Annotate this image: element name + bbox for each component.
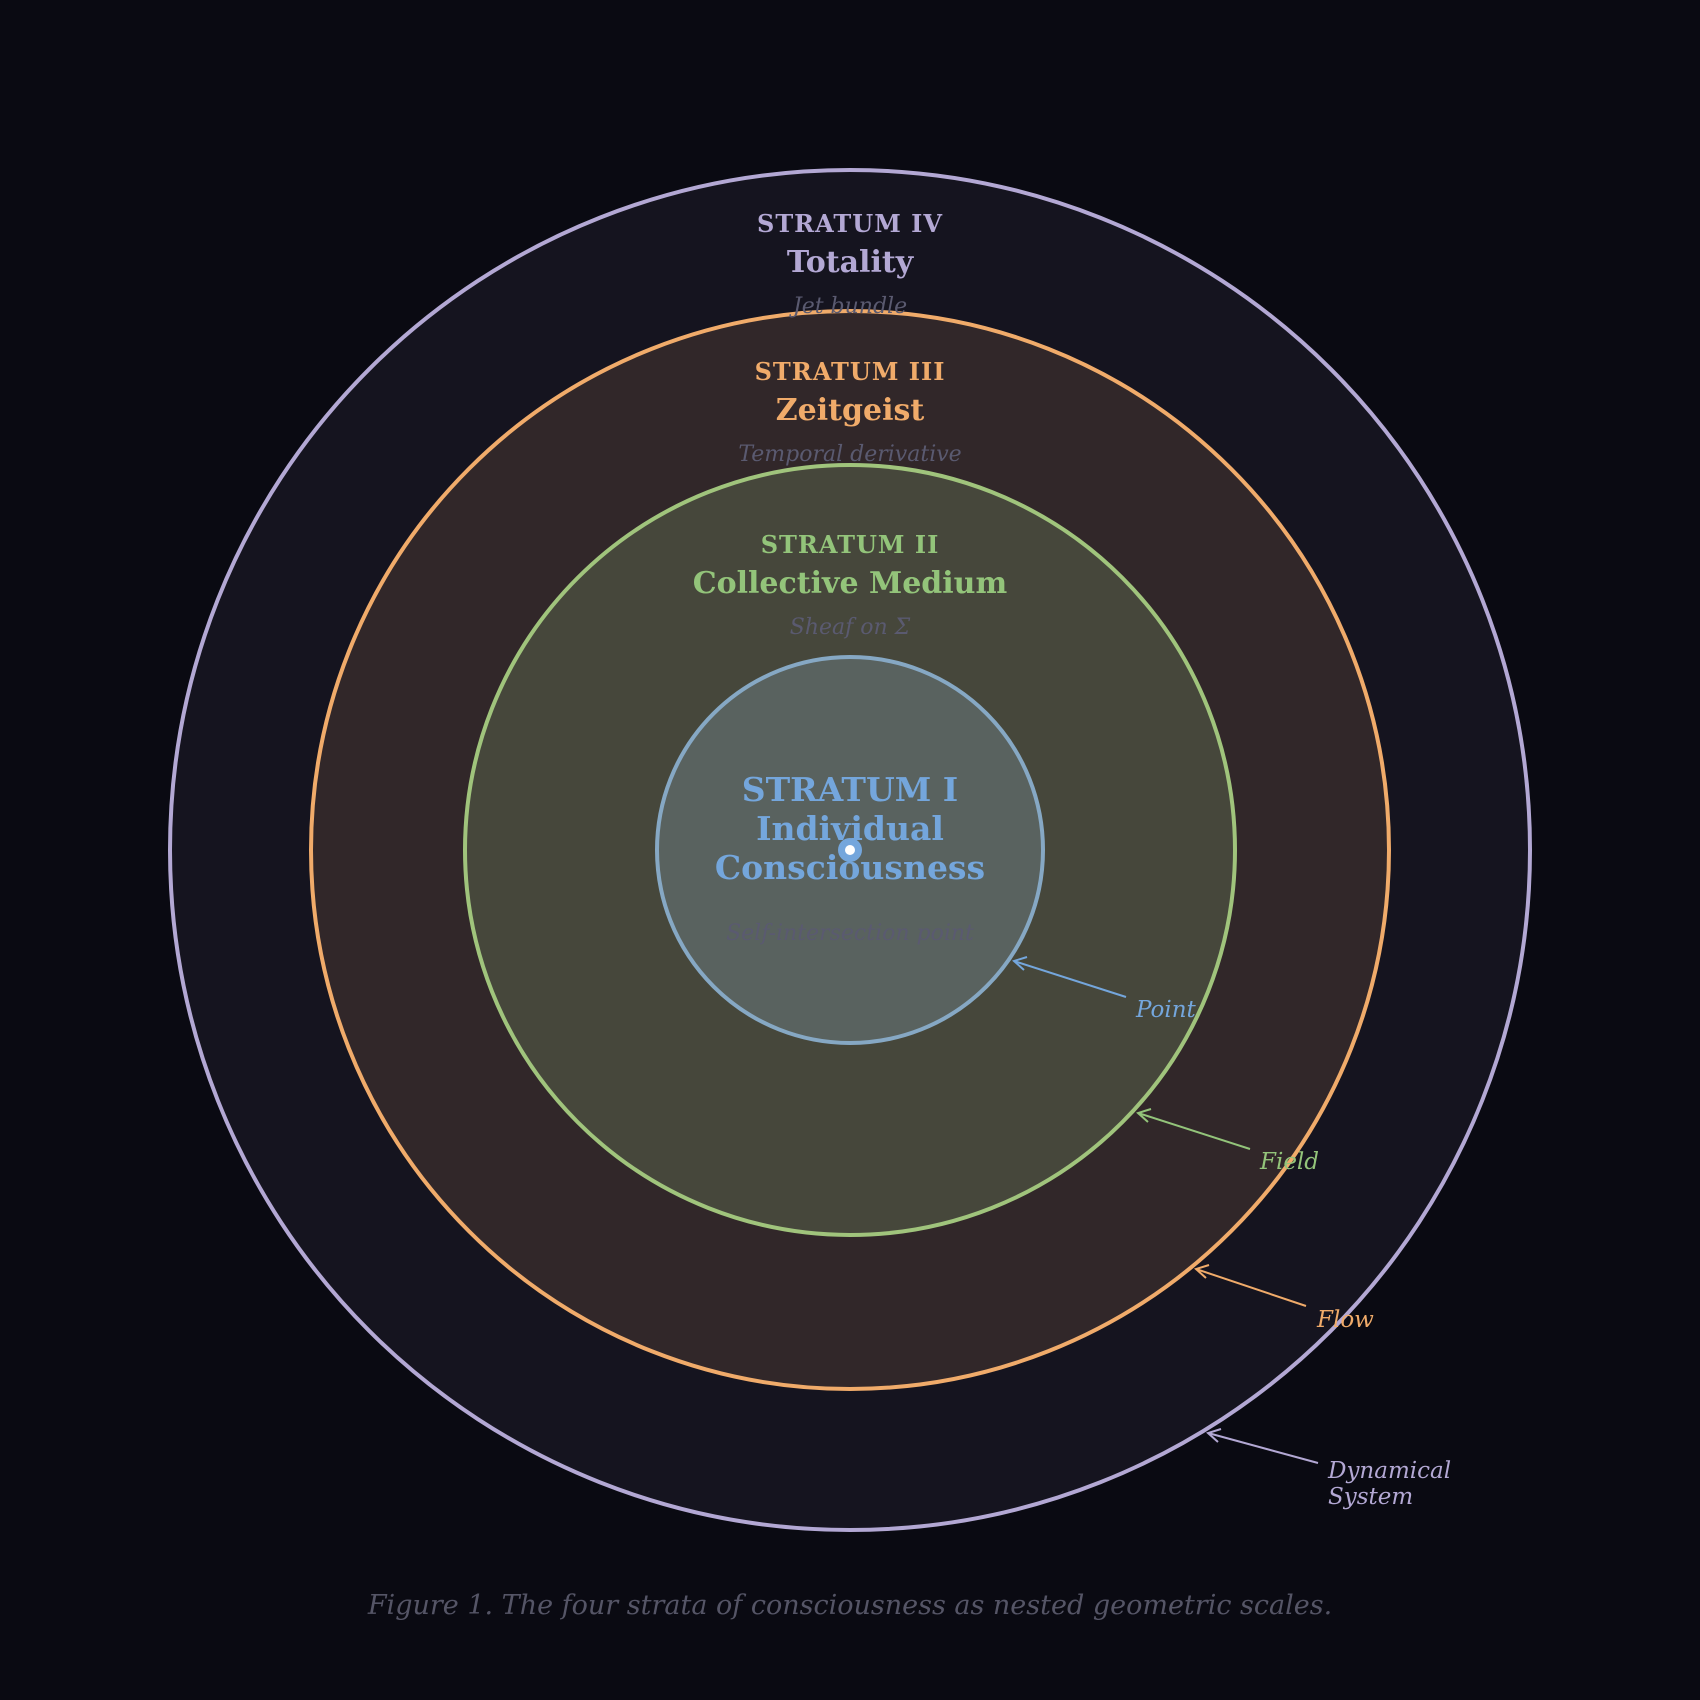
stratum-ii-subtitle: Sheaf on Σ <box>790 615 911 640</box>
stratum-iii-ring <box>309 309 1391 1391</box>
stratum-i-ring <box>655 655 1045 1045</box>
callout-dynamical-system-arrowhead <box>1206 1428 1222 1443</box>
callout-field-arrowhead <box>1136 1108 1152 1123</box>
figure-caption: Figure 1. The four strata of consciousne… <box>367 1590 1332 1621</box>
stratum-ii-name: Collective Medium <box>693 566 1008 601</box>
center-point-inner <box>845 845 855 855</box>
callout-flow-label: Flow <box>1316 1307 1374 1333</box>
stratum-iii-subtitle: Temporal derivative <box>738 442 961 467</box>
stratum-i-number: STRATUM I <box>742 770 958 809</box>
stratum-iv-name: Totality <box>787 245 915 280</box>
callout-point-line <box>1013 960 1127 998</box>
callout-dynamical-system-line-1: Dynamical <box>1327 1458 1451 1484</box>
callout-point-label: Point <box>1135 997 1197 1023</box>
callout-point-arrowhead <box>1012 956 1028 971</box>
stratum-iv-subtitle: Jet bundle <box>789 294 907 319</box>
callout-flow-line <box>1195 1268 1307 1307</box>
callout-dynamical-system-line-2: System <box>1328 1484 1413 1510</box>
stratum-iv-number: STRATUM IV <box>757 209 943 238</box>
callout-dynamical-system-label: Dynamical System <box>1327 1458 1458 1510</box>
callout-dynamical-system-line <box>1207 1432 1319 1464</box>
callout-field-label: Field <box>1259 1149 1319 1175</box>
stratum-i-subtitle: Self-intersection point <box>726 921 974 946</box>
stratum-ii-ring <box>463 463 1237 1237</box>
stratum-iv-ring <box>168 168 1532 1532</box>
stratum-iii-number: STRATUM III <box>755 357 946 386</box>
callout-flow-arrowhead <box>1194 1264 1210 1279</box>
callout-field-line <box>1137 1112 1251 1150</box>
stratum-ii-number: STRATUM II <box>761 530 940 559</box>
stratum-iii-name: Zeitgeist <box>776 393 925 428</box>
